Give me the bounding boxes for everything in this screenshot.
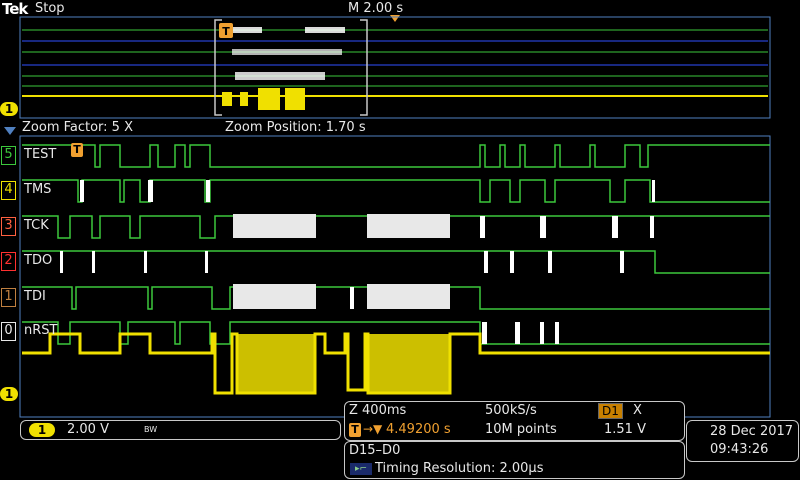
timebase-readout[interactable]: M 2.00 s [348, 1, 404, 16]
channel-number-4[interactable]: 4 [1, 181, 16, 200]
channel-label-tdo[interactable]: TDO [24, 253, 53, 268]
date: 28 Dec 2017 [710, 424, 794, 439]
bandwidth-limit-icon: BW [144, 425, 158, 434]
overview-trigger-marker [219, 23, 233, 38]
timing-resolution: Timing Resolution: 2.00µs [375, 461, 544, 476]
sample-rate: 500kS/s [485, 403, 537, 418]
trigger-marker-zoom[interactable]: T [71, 143, 83, 157]
digital-traces [22, 144, 770, 345]
ch1-marker-overview[interactable]: 1 [0, 102, 18, 116]
ch1-readout-panel[interactable]: 1 2.00 V BW [20, 420, 341, 440]
zoom-time-per-div: Z 400ms [349, 403, 407, 418]
channel-label-nrst[interactable]: nRST [24, 323, 58, 338]
ch1-trace [22, 332, 770, 395]
digital-group-title: D15–D0 [349, 443, 401, 458]
time: 09:43:26 [710, 442, 769, 457]
channel-label-tdi[interactable]: TDI [24, 289, 46, 304]
ch1-badge: 1 [29, 423, 55, 437]
trigger-level: 1.51 V [604, 422, 646, 437]
trigger-position-marker-icon [390, 15, 400, 22]
trigger-slope-icon: X [633, 403, 642, 418]
overview-graticule [19, 16, 771, 119]
ch1-marker-zoom[interactable]: 1 [0, 387, 18, 401]
trigger-source: D1 [598, 403, 623, 419]
channel-number-5[interactable]: 5 [1, 146, 16, 165]
channel-number-0[interactable]: 0 [1, 322, 16, 341]
digital-info-panel[interactable]: D15–D0 ▸⌐ Timing Resolution: 2.00µs [344, 441, 685, 479]
record-length: 10M points [485, 422, 557, 437]
zoom-factor: Zoom Factor: 5 X [22, 120, 133, 135]
channel-number-1[interactable]: 1 [1, 288, 16, 307]
tek-logo: Tek [2, 0, 28, 18]
channel-label-test[interactable]: TEST [24, 147, 57, 162]
channel-number-2[interactable]: 2 [1, 252, 16, 271]
timing-icon: ▸⌐ [350, 463, 372, 475]
ch1-scale: 2.00 V [67, 422, 109, 437]
zoom-position: Zoom Position: 1.70 s [225, 120, 366, 135]
acquisition-panel[interactable]: Z 400ms 500kS/s D1 X T →▼ 4.49200 s 10M … [344, 401, 685, 441]
run-state[interactable]: Stop [35, 1, 65, 16]
zoom-window-bracket [214, 19, 368, 116]
overview-traces [22, 27, 768, 110]
channel-label-tms[interactable]: TMS [24, 182, 52, 197]
zoom-marker-icon [4, 127, 16, 135]
trigger-position-icon: T [349, 423, 361, 437]
trigger-arrow-icon: →▼ [363, 422, 383, 436]
channel-number-3[interactable]: 3 [1, 217, 16, 236]
datetime-panel: 28 Dec 2017 09:43:26 [686, 420, 799, 462]
trigger-position: 4.49200 s [386, 422, 451, 437]
channel-label-tck[interactable]: TCK [24, 218, 49, 233]
overview-trigger-letter: T [222, 25, 230, 38]
